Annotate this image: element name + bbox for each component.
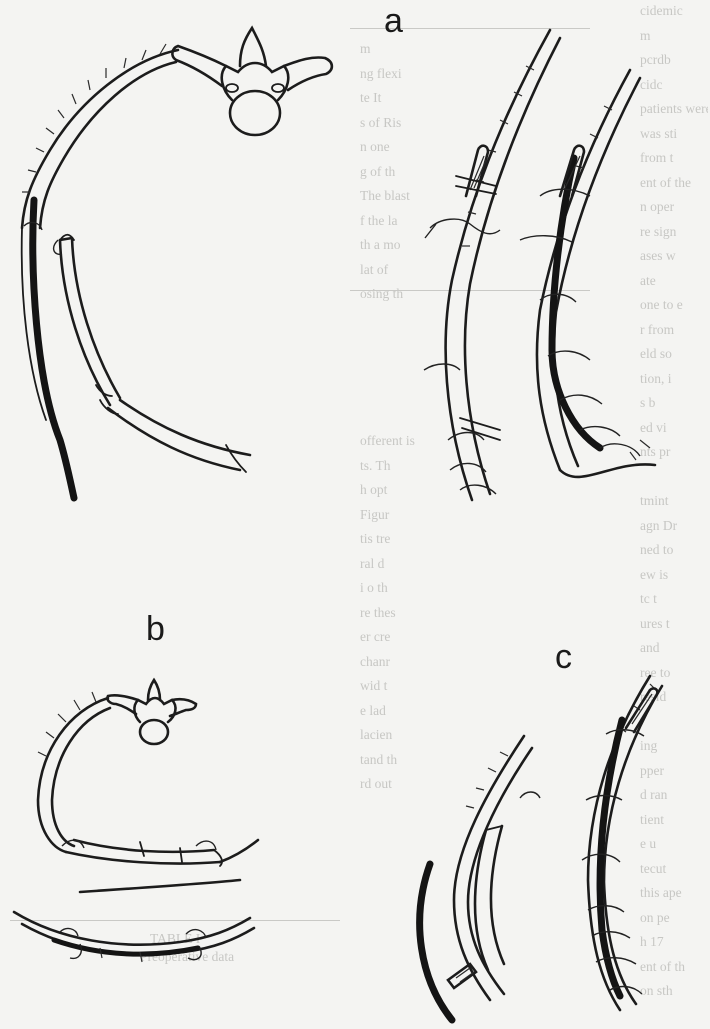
panel-b-lower-fixation xyxy=(14,912,254,962)
panel-a-left-rib xyxy=(424,30,560,500)
panel-b-vertebra xyxy=(107,680,196,744)
vertebra-top-left xyxy=(172,28,332,135)
rib-arc-top-left xyxy=(22,44,250,498)
panel-a-right-rib xyxy=(520,70,655,477)
panel-c-right-rib xyxy=(582,676,662,1010)
panel-c-left-rib xyxy=(420,736,540,1020)
